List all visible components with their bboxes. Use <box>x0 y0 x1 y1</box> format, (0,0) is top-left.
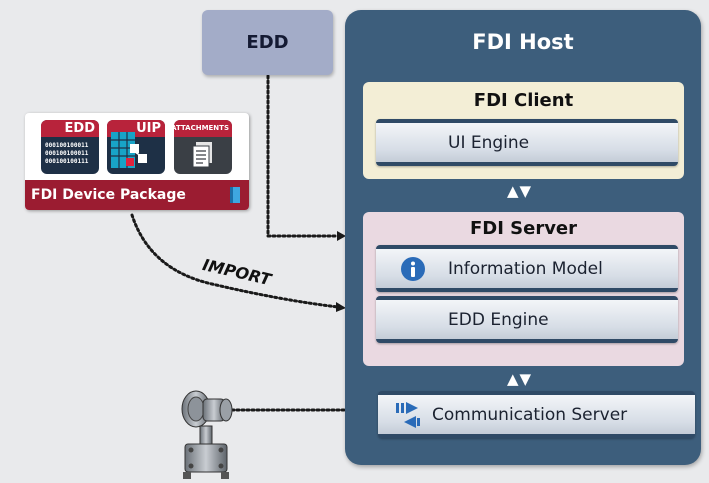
edd-box-label: EDD <box>246 32 289 53</box>
document-stack-icon <box>192 142 212 168</box>
edd-tile: EDD 000100100011 000100100011 0001001001… <box>41 120 99 174</box>
communication-server-label: Communication Server <box>432 404 628 425</box>
ui-engine-bar: UI Engine <box>376 119 678 166</box>
import-arrowhead <box>336 302 346 312</box>
attachments-tile: ATTACHMENTS <box>174 120 232 174</box>
fdi-client-title: FDI Client <box>473 90 574 111</box>
exchange-arrows-icon <box>396 401 420 428</box>
attachments-tile-label: ATTACHMENTS <box>174 124 229 132</box>
book-icon <box>230 187 240 203</box>
edd-to-server-connector <box>266 74 340 238</box>
communication-server-bar: Communication Server <box>378 391 695 438</box>
server-comm-arrows: ▲▼ <box>507 370 533 388</box>
edd-binary-line: 000100100011 <box>45 150 89 157</box>
edd-binary-line: 000100100011 <box>45 142 89 149</box>
fdi-server-section: FDI Server Information Model EDD Engine <box>363 212 684 366</box>
edd-box: EDD <box>202 10 333 75</box>
information-model-label: Information Model <box>448 258 603 279</box>
fdi-device-package: EDD 000100100011 000100100011 0001001001… <box>25 113 249 210</box>
client-server-arrows: ▲▼ <box>507 182 533 200</box>
uip-tile-label: UIP <box>136 121 161 136</box>
uip-tile: UIP <box>107 120 165 174</box>
ui-grid-icon <box>111 132 147 168</box>
device-package-label: FDI Device Package <box>31 187 186 203</box>
edd-binary-line: 000100100111 <box>45 158 89 165</box>
edd-engine-bar: EDD Engine <box>376 296 678 343</box>
field-transmitter-icon <box>181 390 233 479</box>
information-model-bar: Information Model <box>376 245 678 292</box>
edd-to-server-arrowhead <box>337 231 346 241</box>
edd-tile-label: EDD <box>64 121 95 136</box>
device-package-bar: FDI Device Package <box>25 180 249 210</box>
fdi-host-title: FDI Host <box>472 30 574 54</box>
edd-binary-text: 000100100011 000100100011 000100100111 <box>45 142 88 166</box>
info-icon <box>401 256 425 281</box>
fdi-client-section: FDI Client UI Engine <box>363 82 684 179</box>
fdi-server-title: FDI Server <box>469 218 578 239</box>
edd-engine-label: EDD Engine <box>448 309 549 330</box>
import-connector <box>130 213 340 309</box>
ui-engine-label: UI Engine <box>448 132 530 153</box>
